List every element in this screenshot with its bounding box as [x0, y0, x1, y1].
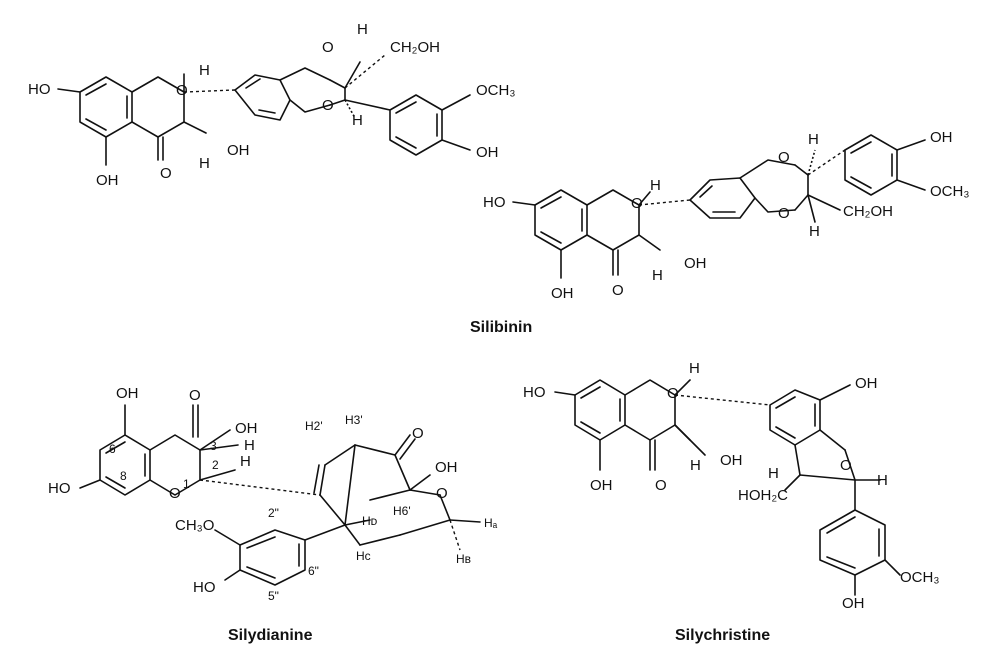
silydianine-pos6pp-label: 6" [308, 564, 319, 578]
silibinin-b-oh2-label: OH [684, 255, 707, 272]
silibinin-a-ring-o-label: O [176, 82, 188, 99]
silibinin-a-ch2oh-label: CH₂OH [390, 39, 440, 56]
silibinin-b-h3-label: H [808, 131, 819, 148]
silibinin-a-oh3-label: OH [476, 144, 499, 161]
silychristine-h4-label: H [877, 472, 888, 489]
silydianine-h3p-label: H3' [345, 413, 363, 427]
silychristine-h-label: H [689, 360, 700, 377]
silibinin-structure-a: HO OH O O H H OH O O H CH₂OH H OCH₃ OH [28, 21, 515, 189]
silydianine-hc-label: Hc [356, 549, 371, 563]
silibinin-title: Silibinin [470, 319, 532, 336]
silibinin-b-oh-label: OH [551, 285, 574, 302]
silibinin-b-h-label: H [650, 177, 661, 194]
silibinin-structure-b: HO OH O O H H OH O O H H CH₂OH OH OCH₃ [483, 129, 969, 302]
silydianine-title: Silydianine [228, 627, 313, 644]
silydianine-structure: OH O OH H H 6 8 3 2 1 O HO H2' H3' O OH … [48, 385, 498, 603]
silychristine-ring-o2-label: O [840, 457, 852, 474]
silychristine-oh-label: OH [590, 477, 613, 494]
silydianine-ho2-label: HO [193, 579, 216, 596]
silibinin-b-carbonyl-o-label: O [612, 282, 624, 299]
silibinin-a-carbonyl-o-label: O [160, 165, 172, 182]
silydianine-oh2-label: OH [235, 420, 258, 437]
silibinin-b-ring-o-label: O [631, 195, 643, 212]
silydianine-pos8-label: 8 [120, 469, 127, 483]
silibinin-b-o3-label: O [778, 205, 790, 222]
silychristine-h3-label: H [768, 465, 779, 482]
silibinin-a-o2-label: O [322, 39, 334, 56]
silydianine-keto-o-label: O [412, 425, 424, 442]
silibinin-a-h4-label: H [352, 112, 363, 129]
silibinin-b-h2-label: H [652, 267, 663, 284]
silychristine-carbonyl-o-label: O [655, 477, 667, 494]
silibinin-b-och3-label: OCH₃ [930, 183, 969, 200]
silibinin-a-och3-label: OCH₃ [476, 82, 515, 99]
silibinin-b-ho-label: HO [483, 194, 506, 211]
silydianine-ho-label: HO [48, 480, 71, 497]
silychristine-och3-label: OCH₃ [900, 569, 939, 586]
silydianine-h3-label: H [244, 437, 255, 454]
silychristine-ring-o-label: O [667, 385, 679, 402]
silydianine-hd-label: Hᴅ [362, 514, 378, 528]
silydianine-pos2pp-label: 2" [268, 506, 279, 520]
silychristine-oh2-label: OH [720, 452, 743, 469]
silydianine-ch3o-label: CH₃O [175, 517, 214, 534]
silydianine-carbonyl-o-label: O [189, 387, 201, 404]
silydianine-h2p-label: H2' [305, 419, 323, 433]
silychristine-title: Silychristine [675, 627, 770, 644]
silibinin-a-h3-label: H [357, 21, 368, 38]
silibinin-b-o2-label: O [778, 149, 790, 166]
silychristine-hoh2c-label: HOH₂C [738, 487, 788, 504]
silibinin-a-h-label: H [199, 62, 210, 79]
silydianine-oh-label: OH [116, 385, 139, 402]
silychristine-oh4-label: OH [842, 595, 865, 612]
silydianine-pos3-label: 3 [210, 439, 217, 453]
silibinin-a-h2-label: H [199, 155, 210, 172]
silychristine-structure: HO OH O O H H OH OH O H H HOH₂C OCH₃ OH [523, 360, 939, 612]
silydianine-h2-label: H [240, 453, 251, 470]
silydianine-pos5pp-label: 5" [268, 589, 279, 603]
silibinin-a-oh-label: OH [96, 172, 119, 189]
silydianine-h6p-label: H6' [393, 504, 411, 518]
silibinin-a-oh2-label: OH [227, 142, 250, 159]
silibinin-a-ho-label: HO [28, 81, 51, 98]
silydianine-pos2-label: 2 [212, 458, 219, 472]
silydianine-pos1-label: 1 [183, 477, 190, 491]
silibinin-b-oh3-label: OH [930, 129, 953, 146]
silydianine-ring-o2-label: O [436, 485, 448, 502]
silydianine-oh3-label: OH [435, 459, 458, 476]
silychristine-h2-label: H [690, 457, 701, 474]
silydianine-pos6-label: 6 [109, 442, 116, 456]
silibinin-a-o3-label: O [322, 97, 334, 114]
silydianine-hb-label: Hʙ [456, 552, 471, 566]
silydianine-ha-label: Hₐ [484, 516, 498, 530]
silychristine-oh3-label: OH [855, 375, 878, 392]
silychristine-ho-label: HO [523, 384, 546, 401]
silibinin-b-ch2oh-label: CH₂OH [843, 203, 893, 220]
silydianine-ring-o-label: O [169, 485, 181, 502]
silibinin-b-h4-label: H [809, 223, 820, 240]
